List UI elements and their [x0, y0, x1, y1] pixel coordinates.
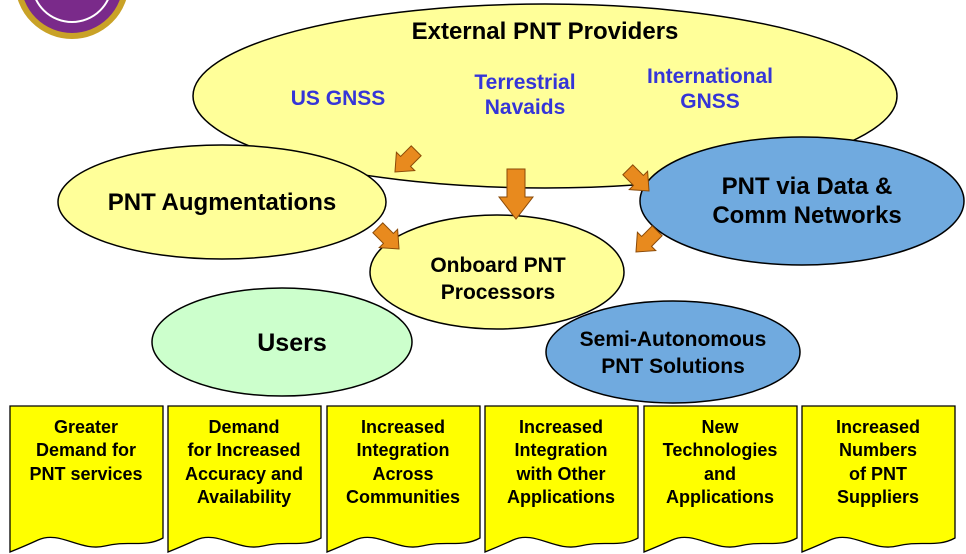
trend-card-3-line: Increased — [360, 417, 446, 437]
trend-card-6 — [801, 405, 956, 553]
augmentations-label: PNT Augmentations — [107, 189, 337, 216]
trend-card-1-text: Greater Demand for PNT services — [12, 416, 160, 486]
provider-us-gnss: US GNSS — [290, 87, 386, 110]
provider-international-line1: International — [646, 65, 773, 88]
provider-terrestrial-line1: Terrestrial — [474, 71, 576, 94]
augmentations-ellipse — [57, 144, 387, 260]
onboard-line1: Onboard PNT — [430, 254, 566, 277]
provider-international-gnss: International GNSS — [625, 64, 795, 114]
trend-card-3-text: Increased Integration Across Communities — [329, 416, 477, 510]
trend-card-6-line: Increased — [835, 417, 921, 437]
provider-international-line2: GNSS — [680, 90, 740, 114]
users-ellipse — [151, 287, 413, 397]
data-comm-line1: PNT via Data & — [721, 173, 893, 200]
semi-autonomous-line1: Semi-Autonomous — [579, 328, 767, 351]
arrow-providers-to-onboard — [497, 168, 535, 220]
trend-card-5-line: and — [703, 463, 736, 484]
onboard-line2: Processors — [440, 281, 556, 305]
trend-card-5-line: Applications — [665, 487, 774, 508]
semi-autonomous-line2: PNT Solutions — [601, 355, 745, 379]
semi-autonomous-ellipse — [545, 300, 801, 404]
onboard-label: Onboard PNT Processors — [405, 252, 591, 307]
trend-card-3-line: Integration — [356, 440, 450, 461]
trend-card-5-text: New Technologies and Applications — [646, 416, 794, 510]
trend-card-5-line: New — [701, 417, 739, 437]
onboard-processors-ellipse — [369, 214, 625, 330]
provider-terrestrial-line2: Navaids — [484, 96, 566, 120]
trend-card-2 — [167, 405, 322, 553]
trend-card-4-line: Integration — [514, 440, 608, 461]
trend-card-5-line: Technologies — [662, 440, 778, 461]
trend-card-3-line: Across — [372, 463, 434, 484]
trend-card-4-line: with Other — [516, 463, 606, 484]
data-comm-label: PNT via Data & Comm Networks — [672, 173, 942, 231]
trend-card-2-text: Demand for Increased Accuracy and Availa… — [170, 416, 318, 510]
data-comm-networks-ellipse — [639, 136, 965, 266]
trend-card-2-line: Accuracy and — [184, 463, 304, 484]
trend-card-3-line: Communities — [345, 487, 460, 508]
trend-card-3 — [326, 405, 481, 553]
arrow-augmentations-to-onboard — [372, 222, 400, 250]
trend-card-1-line: Greater — [53, 417, 119, 437]
semi-autonomous-label: Semi-Autonomous PNT Solutions — [568, 326, 778, 381]
trend-card-5 — [643, 405, 798, 553]
trend-cards — [9, 405, 956, 553]
trend-card-6-line: Suppliers — [836, 487, 920, 508]
trend-card-1 — [9, 405, 164, 553]
trend-card-4 — [484, 405, 639, 553]
users-label: Users — [257, 329, 327, 357]
arrow-providers-to-datacomm — [622, 164, 650, 192]
trend-card-2-line: for Increased — [187, 440, 301, 461]
trend-card-1-line: PNT services — [29, 463, 143, 484]
trend-card-2-line: Availability — [196, 487, 292, 508]
provider-terrestrial-navaids: Terrestrial Navaids — [450, 70, 600, 120]
trend-card-6-text: Increased Numbers of PNT Suppliers — [804, 416, 952, 510]
trend-card-2-line: Demand — [208, 417, 280, 437]
trend-card-6-line: of PNT — [849, 463, 907, 484]
trend-card-1-line: Demand for — [35, 440, 136, 461]
arrow-providers-to-augmentations — [394, 145, 422, 173]
trend-card-6-line: Numbers — [838, 440, 918, 461]
external-providers-ellipse — [192, 3, 898, 189]
providers-title: External PNT Providers — [411, 18, 679, 45]
trend-card-4-line: Applications — [506, 487, 615, 508]
arrow-datacomm-to-onboard — [635, 225, 663, 253]
seal-logo-icon — [17, 0, 127, 39]
data-comm-line2: Comm Networks — [712, 201, 902, 229]
trend-card-4-line: Increased — [518, 417, 604, 437]
trend-card-4-text: Increased Integration with Other Applica… — [487, 416, 635, 510]
